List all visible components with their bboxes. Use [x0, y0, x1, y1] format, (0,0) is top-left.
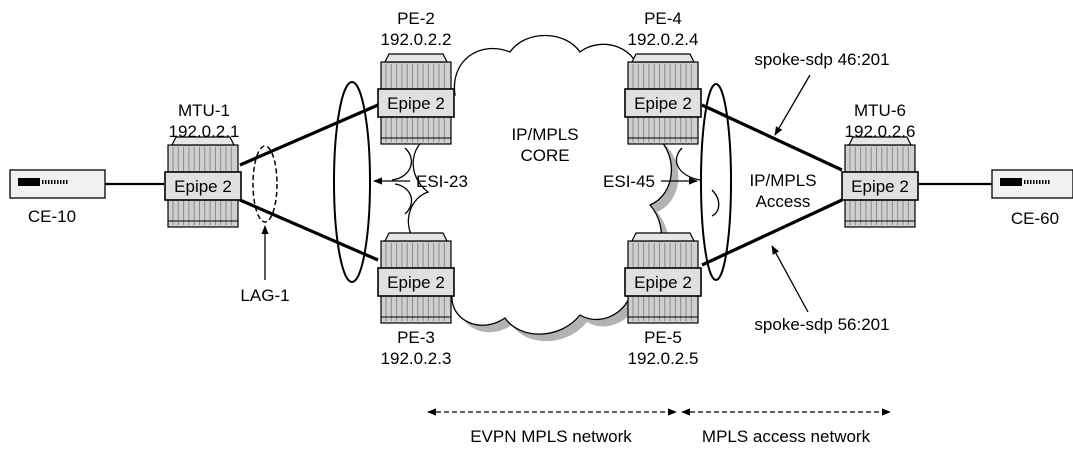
pe4-ip: 192.0.2.4	[628, 30, 699, 49]
pe4-epipe-label: Epipe 2	[634, 94, 692, 113]
pe2-name: PE-2	[397, 9, 435, 28]
esi45-label: ESI-45	[603, 172, 655, 191]
mpls-core-cloud	[407, 34, 679, 342]
mtu6-epipe-box	[841, 171, 919, 201]
mtu6-name: MTU-6	[854, 101, 906, 120]
pe2-ip: 192.0.2.2	[381, 30, 452, 49]
link-pe4-mtu6	[701, 103, 843, 172]
pe5-chassis-top	[631, 232, 695, 242]
esi23-hook-bottom	[394, 183, 413, 215]
spoke-top-label: spoke-sdp 46:201	[754, 50, 889, 69]
link-mtu1-pe3	[239, 198, 379, 262]
link-mtu1-pe2	[239, 103, 379, 167]
core-label-line1: IP/MPLS	[511, 125, 578, 144]
access-label-line1: IP/MPLS	[749, 171, 816, 190]
pe2-epipe-box	[377, 88, 455, 118]
pe5-epipe-label: Epipe 2	[634, 273, 692, 292]
mtu1-epipe-label: Epipe 2	[174, 177, 232, 196]
mtu1-ip: 192.0.2.1	[169, 122, 240, 141]
mtu1-epipe-box	[164, 171, 242, 201]
pe2-epipe-label: Epipe 2	[387, 94, 445, 113]
esi45-hook-bottom	[711, 189, 720, 217]
pe3-epipe-box	[377, 267, 455, 297]
lag1-label: LAG-1	[240, 286, 289, 305]
pe3-chassis-top	[384, 232, 448, 242]
access-network-label: MPLS access network	[702, 427, 871, 446]
spoke-bottom-label: spoke-sdp 56:201	[754, 315, 889, 334]
ce10-label: CE-10	[28, 207, 76, 226]
pe5-router: Epipe 2	[624, 232, 702, 324]
pe5-epipe-box	[624, 267, 702, 297]
spoke-top-arrow	[774, 74, 811, 136]
pe4-epipe-box	[624, 88, 702, 118]
esi23-ellipse	[333, 81, 371, 283]
access-label-line2: Access	[756, 192, 811, 211]
pe3-router: Epipe 2	[377, 232, 455, 324]
mtu6-epipe-label: Epipe 2	[851, 177, 909, 196]
mtu6-router: Epipe 2	[841, 136, 919, 228]
pe2-router: Epipe 2	[377, 53, 455, 145]
core-label-line2: CORE	[520, 146, 569, 165]
lag1-ellipse	[252, 145, 278, 223]
esi23-label: ESI-23	[416, 172, 468, 191]
mtu1-name: MTU-1	[178, 101, 230, 120]
pe3-epipe-label: Epipe 2	[387, 273, 445, 292]
ce60-device	[991, 169, 1073, 199]
mtu6-ip: 192.0.2.6	[845, 122, 916, 141]
pe3-name: PE-3	[397, 328, 435, 347]
mtu1-router: Epipe 2	[164, 136, 242, 228]
esi45-hook-top	[675, 147, 701, 181]
pe5-name: PE-5	[644, 328, 682, 347]
ce10-device	[9, 169, 106, 199]
pe5-ip: 192.0.2.5	[628, 349, 699, 368]
pe2-chassis-top	[384, 53, 448, 63]
mtu6-chassis-top	[848, 136, 912, 146]
esi45-ellipse	[700, 83, 732, 281]
evpn-network-label: EVPN MPLS network	[470, 427, 632, 446]
pe3-ip: 192.0.2.3	[381, 349, 452, 368]
mtu1-chassis-top	[171, 136, 235, 146]
esi23-hook-top	[391, 147, 412, 181]
pe4-name: PE-4	[644, 9, 682, 28]
ce60-label: CE-60	[1011, 209, 1059, 228]
pe4-router: Epipe 2	[624, 53, 702, 145]
routers: Epipe 2 Epipe 2 Epipe 2 Epipe 2 Epipe 2 Epipe…	[164, 53, 919, 324]
spoke-bottom-arrow	[771, 245, 809, 313]
pe4-chassis-top	[631, 53, 695, 63]
